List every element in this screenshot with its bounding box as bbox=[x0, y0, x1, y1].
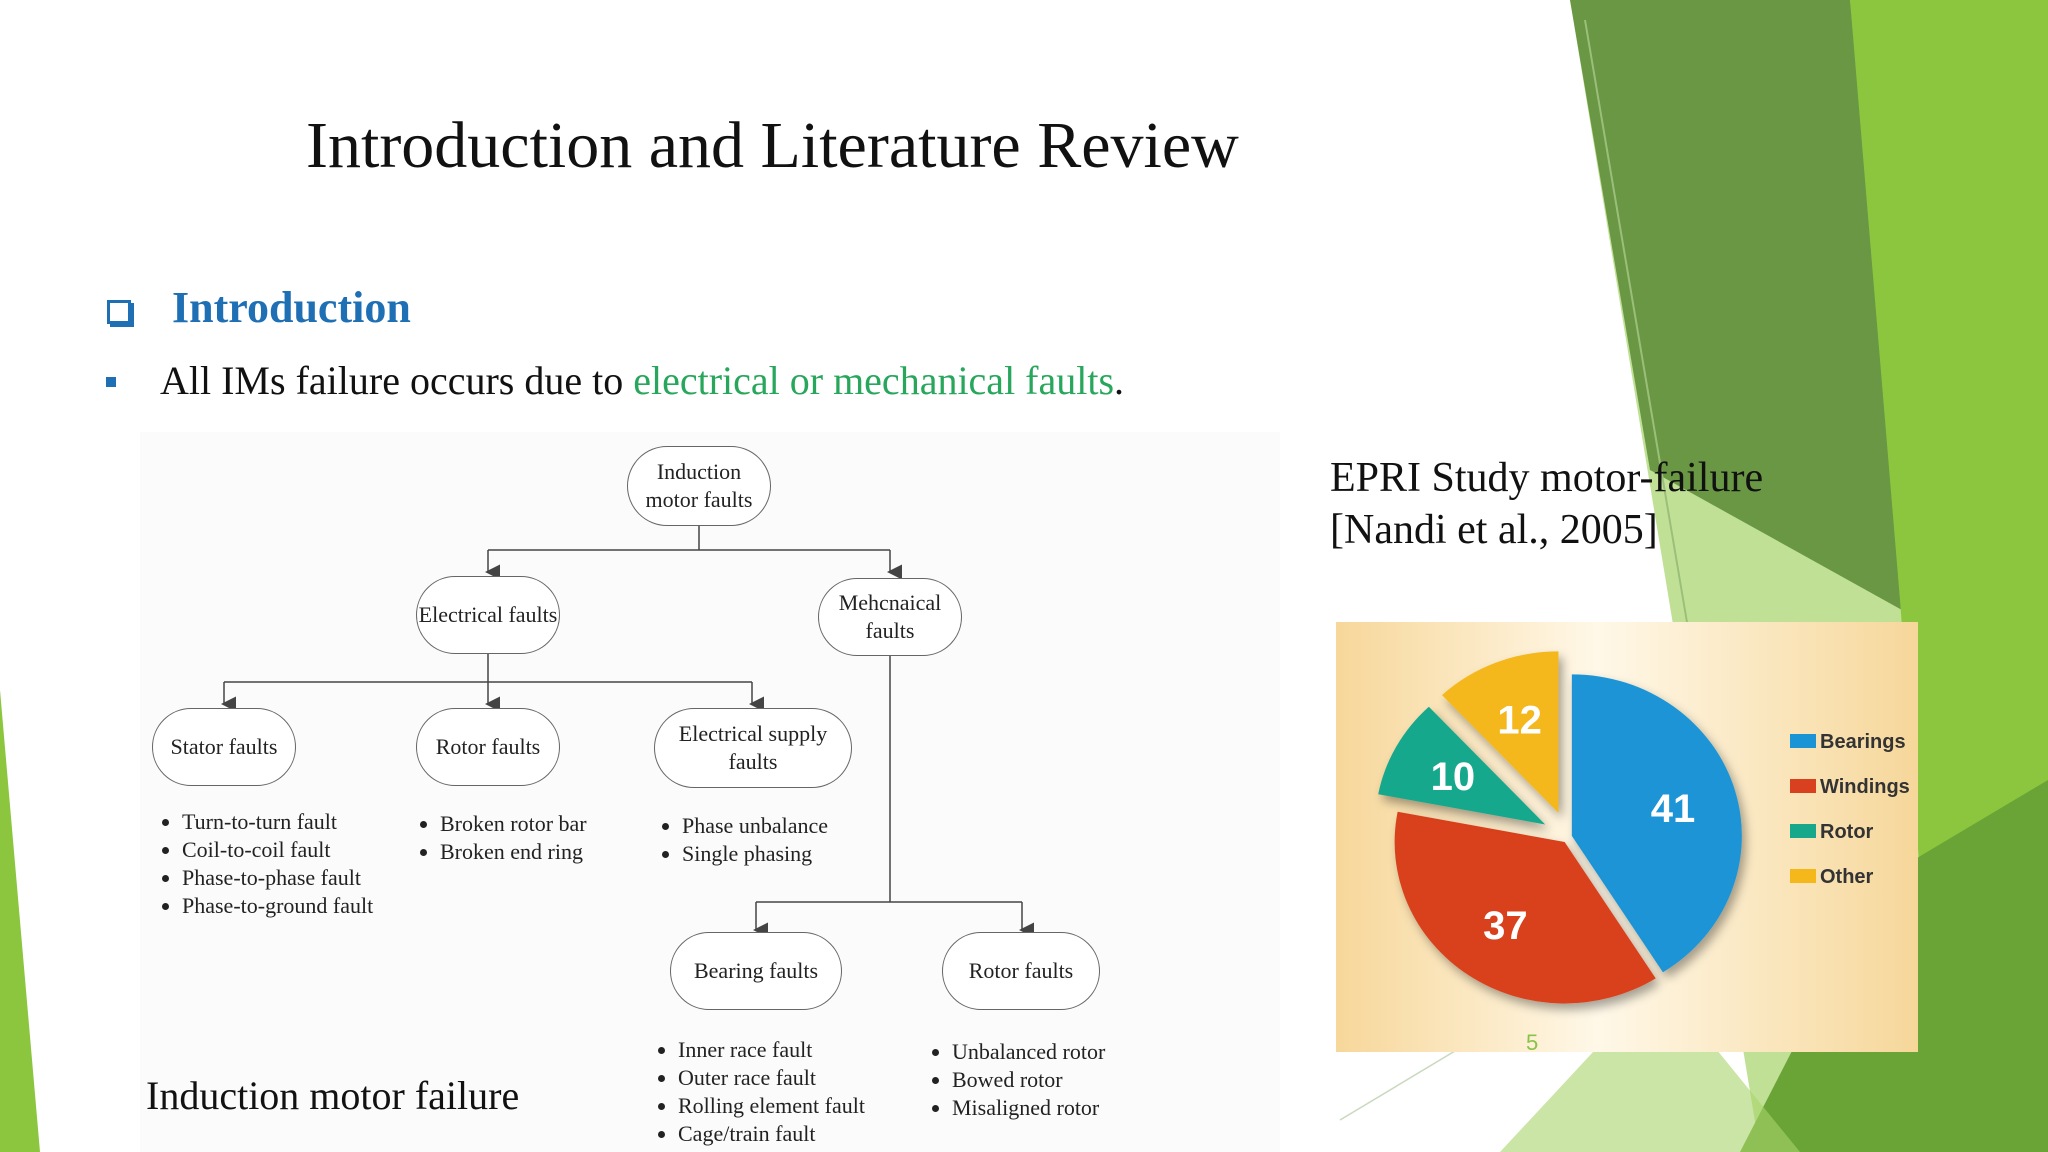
list-item: Single phasing bbox=[682, 840, 828, 868]
bullet-prefix: All IMs failure occurs due to bbox=[160, 358, 634, 403]
diagram-connectors bbox=[221, 526, 1034, 938]
chart-caption-line1: EPRI Study motor-failure bbox=[1330, 455, 1764, 501]
list-item: Turn-to-turn fault bbox=[182, 808, 373, 836]
bearing-faults-list: Inner race fault Outer race fault Rollin… bbox=[648, 1036, 865, 1148]
list-item: Phase-to-ground fault bbox=[182, 892, 373, 920]
bullet-text: All IMs failure occurs due to electrical… bbox=[160, 357, 1124, 404]
legend-swatch bbox=[1790, 869, 1816, 883]
list-item: Cage/train fault bbox=[678, 1120, 865, 1148]
list-item: Coil-to-coil fault bbox=[182, 836, 373, 864]
legend-label: Other bbox=[1820, 866, 1874, 888]
pie-slice-other bbox=[1442, 651, 1559, 813]
checkbox-bullet-icon bbox=[107, 300, 131, 324]
bullet-highlight: electrical or mechanical faults bbox=[633, 358, 1115, 403]
rotor-faults-mechanical-list: Unbalanced rotor Bowed rotor Misaligned … bbox=[922, 1038, 1105, 1122]
list-item: Unbalanced rotor bbox=[952, 1038, 1105, 1066]
list-item: Rolling element fault bbox=[678, 1092, 865, 1120]
list-item: Misaligned rotor bbox=[952, 1094, 1105, 1122]
fault-tree-diagram: Induction motor faults Electrical faults… bbox=[140, 432, 1280, 1152]
list-item: Phase-to-phase fault bbox=[182, 864, 373, 892]
node-induction-motor-faults: Induction motor faults bbox=[627, 446, 771, 526]
node-electrical-supply-faults: Electrical supply faults bbox=[654, 708, 852, 788]
node-rotor-faults-mechanical: Rotor faults bbox=[942, 932, 1100, 1010]
pie-value-label: 41 bbox=[1651, 787, 1696, 831]
pie-value-label: 10 bbox=[1431, 755, 1476, 799]
list-item: Phase unbalance bbox=[682, 812, 828, 840]
chart-caption: EPRI Study motor-failure [Nandi et al., … bbox=[1330, 452, 1763, 556]
diagram-caption: Induction motor failure bbox=[146, 1073, 520, 1118]
node-bearing-faults: Bearing faults bbox=[670, 932, 842, 1010]
node-mechanical-faults: Mehcnaical faults bbox=[818, 578, 962, 656]
pie-value-label: 12 bbox=[1497, 699, 1542, 743]
page-number: 5 bbox=[1526, 1030, 1539, 1055]
list-item: Outer race fault bbox=[678, 1064, 865, 1092]
pie-slice-windings bbox=[1394, 811, 1656, 1004]
node-electrical-faults: Electrical faults bbox=[416, 576, 560, 654]
legend-label: Bearings bbox=[1820, 731, 1906, 753]
legend-swatch bbox=[1790, 779, 1816, 793]
pie-value-label: 37 bbox=[1483, 904, 1528, 948]
bullet-suffix: . bbox=[1114, 358, 1125, 403]
pie-slice-rotor bbox=[1378, 706, 1546, 825]
section-heading: Introduction bbox=[172, 283, 411, 332]
list-item: Broken end ring bbox=[440, 838, 587, 866]
node-rotor-faults-electrical: Rotor faults bbox=[416, 708, 560, 786]
list-item: Broken rotor bar bbox=[440, 810, 587, 838]
node-stator-faults: Stator faults bbox=[152, 708, 296, 786]
electrical-supply-faults-list: Phase unbalance Single phasing bbox=[652, 812, 828, 868]
legend-label: Rotor bbox=[1820, 821, 1874, 843]
stator-faults-list: Turn-to-turn fault Coil-to-coil fault Ph… bbox=[152, 808, 373, 920]
legend-swatch bbox=[1790, 824, 1816, 838]
square-bullet-icon bbox=[106, 377, 116, 387]
chart-caption-line2: [Nandi et al., 2005] bbox=[1330, 507, 1658, 553]
rotor-faults-electrical-list: Broken rotor bar Broken end ring bbox=[410, 810, 587, 866]
list-item: Inner race fault bbox=[678, 1036, 865, 1064]
pie-slice-bearings bbox=[1571, 674, 1742, 973]
slide-title: Introduction and Literature Review bbox=[306, 109, 1239, 182]
list-item: Bowed rotor bbox=[952, 1066, 1105, 1094]
legend-label: Windings bbox=[1820, 776, 1910, 798]
legend-swatch bbox=[1790, 734, 1816, 748]
